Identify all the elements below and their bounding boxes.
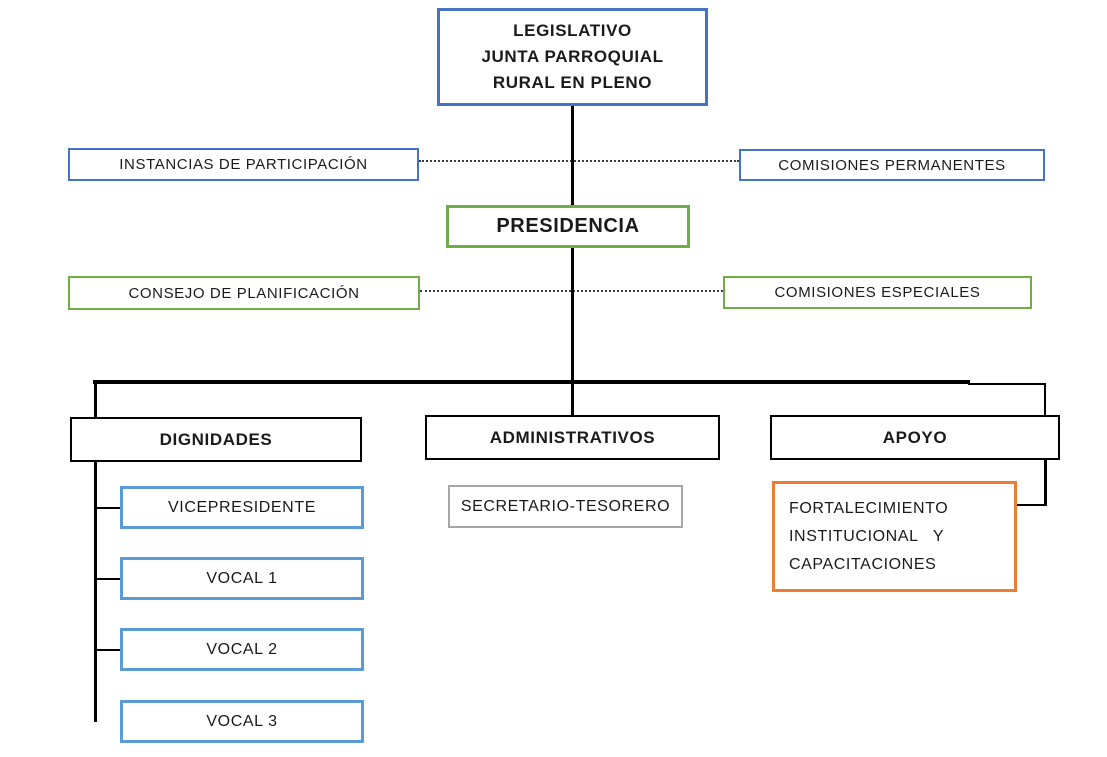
node-secretario-tesorero: SECRETARIO-TESORERO [448,485,683,528]
connector-stub-vocal2 [95,649,120,651]
node-administrativos-label: ADMINISTRATIVOS [489,427,656,447]
node-fortalecimiento-institucional: FORTALECIMIENTO INSTITUCIONAL Y CAPACITA… [772,481,1017,592]
connector-dignidades-spine [94,462,97,722]
node-legislativo-line1: LEGISLATIVO [513,21,632,40]
node-legislativo-line3: RURAL EN PLENO [492,73,653,92]
connector-presidencia-administrativos [571,248,574,415]
node-consejo-label: CONSEJO DE PLANIFICACIÓN [128,284,360,302]
node-consejo-de-planificacion: CONSEJO DE PLANIFICACIÓN [68,276,420,310]
node-administrativos: ADMINISTRATIVOS [425,415,720,460]
node-vocal-2: VOCAL 2 [120,628,364,671]
connector-stub-vicepresidente [95,507,120,509]
node-comisiones-especiales: COMISIONES ESPECIALES [723,276,1032,309]
node-presidencia: PRESIDENCIA [446,205,690,248]
connector-apoyo-drop [1044,383,1046,415]
node-comisiones-permanentes: COMISIONES PERMANENTES [739,149,1045,181]
node-comisiones-especiales-label: COMISIONES ESPECIALES [774,284,981,301]
connector-offshoot-horizontal [968,383,1046,385]
node-presidencia-label: PRESIDENCIA [496,215,640,237]
node-fortalecimiento-line3: CAPACITACIONES [789,555,937,573]
connector-main-horizontal [93,380,970,384]
node-vocal-1: VOCAL 1 [120,557,364,600]
node-fortalecimiento-line2: INSTITUCIONAL Y [789,527,945,545]
node-fortalecimiento-line1: FORTALECIMIENTO [789,499,949,517]
node-legislativo-line2: JUNTA PARROQUIAL [481,47,664,66]
node-comisiones-permanentes-label: COMISIONES PERMANENTES [778,156,1006,174]
node-dignidades-label: DIGNIDADES [159,429,273,449]
node-legislativo-junta-parroquial: LEGISLATIVO JUNTA PARROQUIAL RURAL EN PL… [437,8,708,106]
connector-legislativo-presidencia [571,106,574,205]
node-vocal-1-label: VOCAL 1 [206,569,278,587]
connector-apoyo-fortalecimiento-h [1017,504,1047,506]
node-dignidades: DIGNIDADES [70,417,362,462]
connector-apoyo-fortalecimiento-v [1044,460,1047,506]
node-secretario-tesorero-label: SECRETARIO-TESORERO [460,497,671,515]
node-apoyo-label: APOYO [882,427,948,447]
node-instancias-de-participacion: INSTANCIAS DE PARTICIPACIÓN [68,148,419,181]
node-vocal-3-label: VOCAL 3 [206,712,278,730]
node-vocal-3: VOCAL 3 [120,700,364,743]
connector-stub-vocal1 [95,578,120,580]
node-apoyo: APOYO [770,415,1060,460]
node-vicepresidente-label: VICEPRESIDENTE [168,498,316,516]
node-vocal-2-label: VOCAL 2 [206,640,278,658]
connector-dignidades-drop [94,382,97,417]
node-vicepresidente: VICEPRESIDENTE [120,486,364,529]
connector-dotted-instancias-comisiones-permanentes [419,160,739,162]
node-instancias-label: INSTANCIAS DE PARTICIPACIÓN [119,156,368,173]
